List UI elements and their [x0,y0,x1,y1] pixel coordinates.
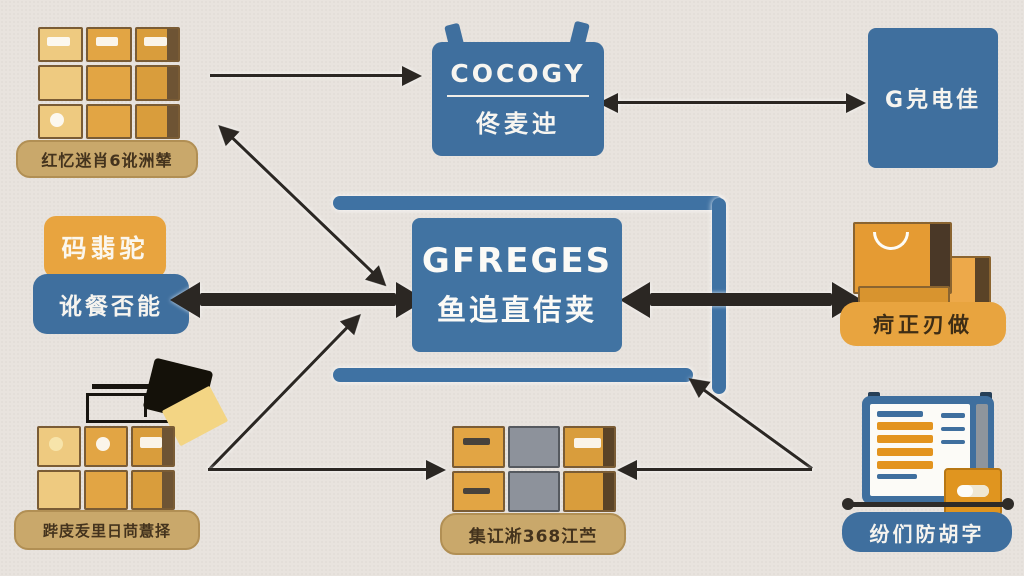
smile-logo-icon [873,232,909,250]
arrow-bottomright-to-bottomcenter [617,459,812,480]
top-center-badge: COCOGY 佟麦迚 [432,42,604,156]
top-left-boxes-illustration [38,27,180,139]
top-left-caption: 红忆迷肖6讹洲辇 [16,140,198,178]
box [37,426,81,467]
mid-left-blue-tag: 讹餐否能 [33,274,189,334]
box [452,426,505,468]
box [86,103,132,139]
laptop-illustration [840,390,1014,516]
laptop-foot-left [842,498,854,510]
mid-right-caption: 疴正刃做 [840,302,1006,346]
box-label-mark [574,437,601,449]
screen-orange-bar [877,448,933,456]
box-label-mark [144,37,167,46]
arrow-bottomleft-to-bottomcenter [208,459,446,480]
parcel-front [853,222,952,294]
center-box-subtitle: 鱼追直佶荚 [436,293,597,327]
bottom-left-boxes-illustration [37,426,175,510]
arrow-badge-to-square [598,92,866,113]
mid-right-caption-text: 疴正刃做 [873,313,973,337]
box [37,469,81,510]
screen-orange-bar [877,461,933,469]
arrow-midleft-to-center [170,281,426,318]
box-label-mark [95,37,119,46]
box [134,27,180,63]
bottom-center-caption-text: 集讧淅368江苎 [468,526,598,547]
bottom-center-boxes-illustration [452,426,616,512]
printer-machine-illustration [80,357,230,447]
arrow-bottomright-to-bracket-diagonal [703,389,813,470]
box [563,470,616,512]
screen-orange-bar [877,422,933,430]
screen-blue-bar [941,440,965,444]
laptop-base [848,502,1008,507]
badge-subtitle: 佟麦迚 [476,110,560,138]
arrow-center-to-midright [620,281,862,318]
bracket-top-line [333,196,723,210]
box-label-mark [48,436,63,451]
box [134,65,180,101]
bottom-left-caption: 跸庋叐里日苘薏择 [14,510,200,550]
box [131,426,175,467]
box [507,426,561,468]
box-label-mark [49,113,64,128]
bracket-bottom-line [333,368,693,382]
badge-divider [447,95,589,97]
pill-box-icon [944,468,1002,516]
box-label-mark [462,487,490,494]
mid-left-orange-tag: 码翡驼 [44,216,166,278]
screen-blue-bar [941,413,965,418]
laptop-foot-right [1002,498,1014,510]
box [131,469,175,510]
bottom-right-caption-text: 纷们防胡字 [869,521,985,546]
box [134,103,180,139]
mid-left-blue-text: 讹餐否能 [59,294,163,320]
arrow-topleft-to-badge [210,65,422,86]
top-right-square-text: G皃电佳 [884,88,982,113]
box-label-mark [462,437,490,445]
bottom-left-caption-text: 跸庋叐里日苘薏择 [42,521,171,540]
box [563,426,616,468]
box [38,65,84,101]
box [38,103,84,139]
screen-left-column [877,411,933,489]
center-process-box: GFREGES 鱼追直佶荚 [412,218,622,352]
box-label-mark [47,37,71,46]
box [86,27,132,63]
box-label-mark [140,437,163,448]
box [84,426,128,467]
bottom-right-caption: 纷们防胡字 [842,512,1012,552]
box [84,469,128,510]
center-box-title: GFREGES [421,241,613,281]
capsule-icon [957,485,989,497]
screen-right-column [941,411,965,489]
box [507,470,561,512]
bottom-center-caption: 集讧淅368江苎 [440,513,626,555]
screen-orange-bar [877,435,933,443]
screen-blue-bar [877,474,917,479]
badge-title: COCOGY [450,59,586,88]
top-left-caption-text: 红忆迷肖6讹洲辇 [41,151,173,170]
screen-blue-bar [877,411,923,417]
box [86,65,132,101]
top-right-square: G皃电佳 [868,28,998,168]
screen-blue-bar [941,427,965,431]
box-label-mark [95,436,110,451]
box [38,27,84,63]
box [452,470,505,512]
mid-left-orange-text: 码翡驼 [61,234,149,263]
